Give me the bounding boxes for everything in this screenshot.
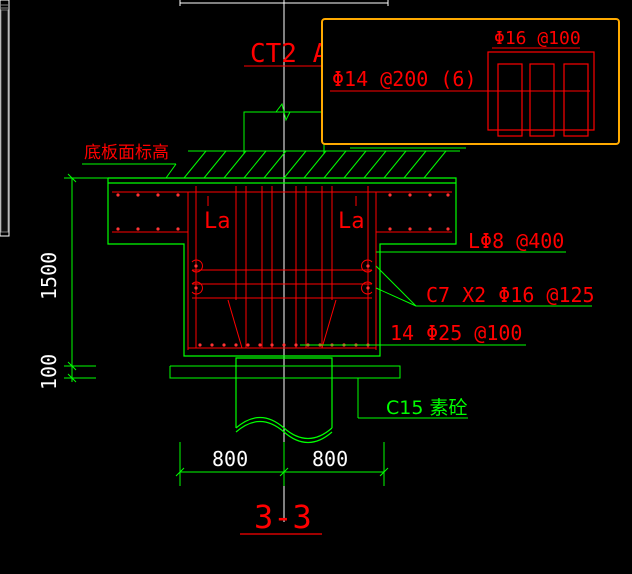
rebar-dots [116,193,450,347]
column-axis [179,0,389,522]
inset-highlight-box: Φ16 @100 Φ14 @200 (6) [321,18,620,145]
slab-outline [107,177,457,357]
width-left-dim: 800 [212,447,248,471]
la-left-label: La [204,209,231,234]
hoops-label: C7 X2 Φ16 @125 [426,283,595,307]
dimension-lines [64,173,389,486]
height-main-dim: 1500 [37,252,61,300]
pile [235,357,333,444]
inset-bar-blocks [487,51,595,137]
ct2a-label: CT2 A [250,39,329,69]
la-right-label: La [338,209,365,234]
width-right-dim: 800 [312,447,348,471]
section-label: 3-3 [254,498,312,536]
stirrup-label: LΦ8 @400 [468,229,564,253]
left-panel-edge [0,0,10,237]
cushion-layer [169,365,401,379]
concrete-label: C15 素砼 [386,397,467,419]
floor-elevation-label: 底板面标高 [84,143,169,163]
inset-left-label: Φ14 @200 (6) [332,67,477,91]
inset-top-label: Φ16 @100 [494,28,581,49]
bottom-bars-label: 14 Φ25 @100 [390,321,522,345]
leader-lines [82,147,592,419]
height-pad-dim: 100 [37,354,61,390]
ground-hatch [183,150,460,179]
